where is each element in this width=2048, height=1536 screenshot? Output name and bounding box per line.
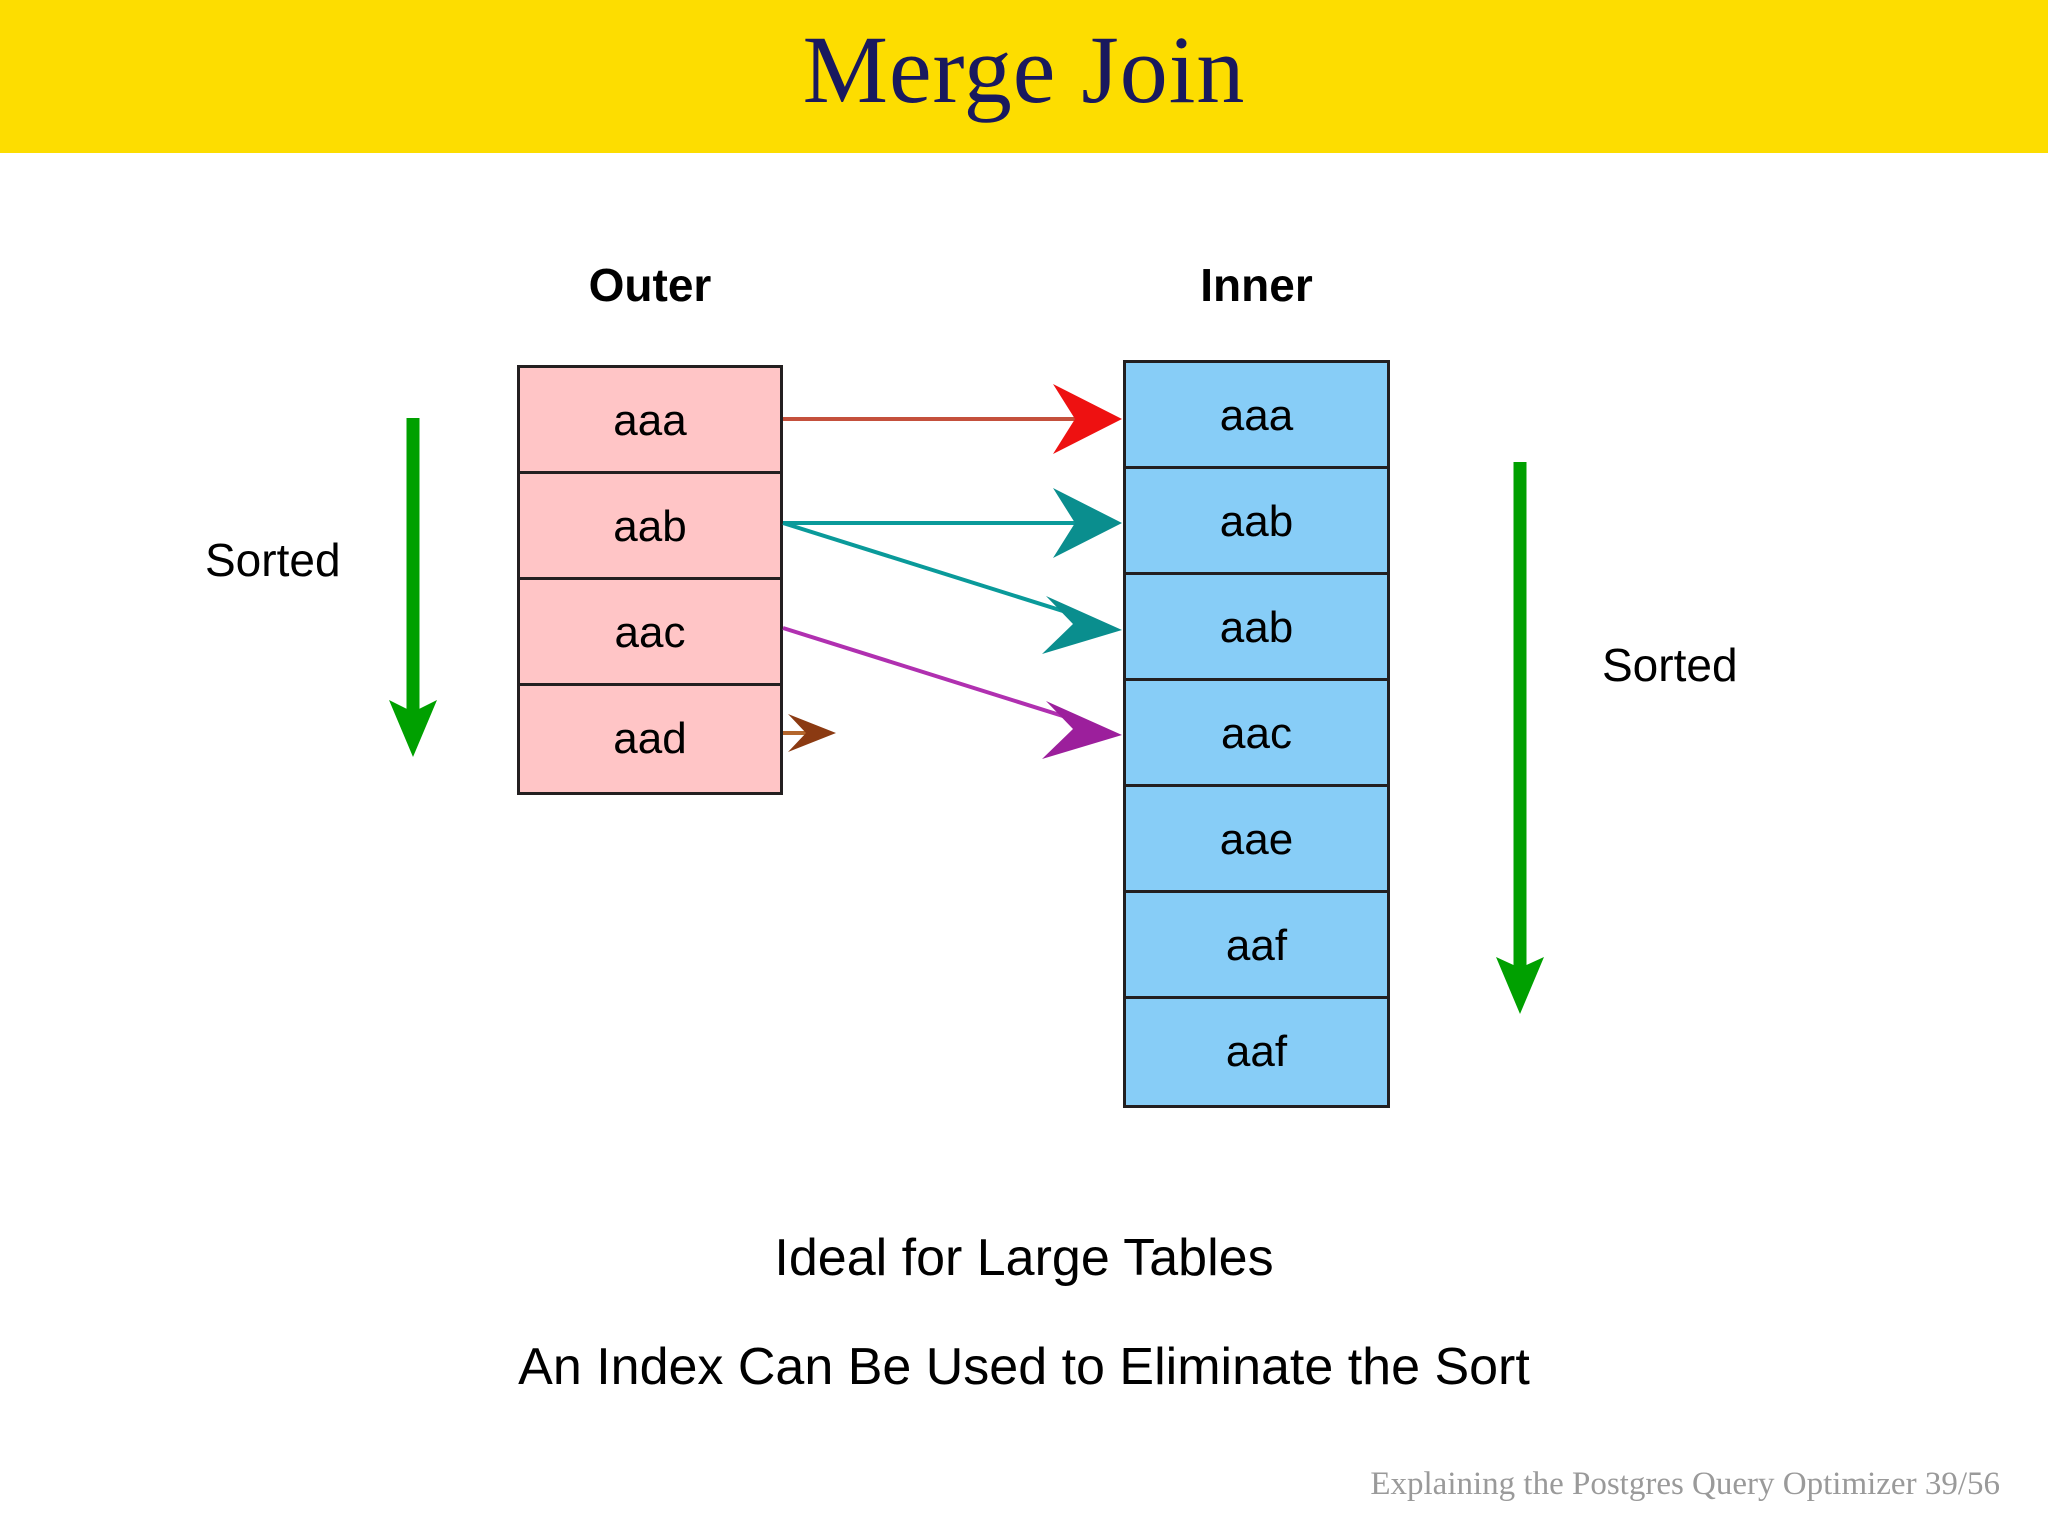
outer-row: aac bbox=[520, 580, 780, 686]
sorted-label-left: Sorted bbox=[205, 534, 341, 586]
slide-footer: Explaining the Postgres Query Optimizer … bbox=[1370, 1466, 2000, 1502]
inner-row: aab bbox=[1126, 469, 1387, 575]
sort-direction-arrow-left bbox=[389, 418, 437, 757]
sorted-label-right: Sorted bbox=[1602, 639, 1738, 691]
match-arrow-aad-stub bbox=[783, 714, 836, 752]
match-arrow-aab-to-aab-first bbox=[783, 488, 1122, 558]
caption-line-2: An Index Can Be Used to Eliminate the So… bbox=[518, 1338, 1530, 1396]
outer-row: aab bbox=[520, 474, 780, 580]
sort-direction-arrow-right bbox=[1496, 462, 1544, 1014]
match-arrow-aaa-to-aaa bbox=[783, 384, 1122, 454]
match-arrow-aab-to-aab-second bbox=[782, 521, 1122, 654]
outer-table: aaa aab aac aad bbox=[517, 365, 783, 795]
inner-row: aab bbox=[1126, 575, 1387, 681]
outer-table-header: Outer bbox=[588, 259, 712, 311]
inner-table: aaa aab aab aac aae aaf aaf bbox=[1123, 360, 1390, 1108]
inner-row: aac bbox=[1126, 681, 1387, 787]
inner-row: aaf bbox=[1126, 999, 1387, 1105]
inner-row: aaa bbox=[1126, 363, 1387, 469]
page-title: Merge Join bbox=[802, 16, 1246, 123]
inner-row: aaf bbox=[1126, 893, 1387, 999]
match-arrow-aac-to-aac bbox=[782, 626, 1122, 759]
caption-line-1: Ideal for Large Tables bbox=[774, 1229, 1274, 1287]
title-banner: Merge Join bbox=[0, 0, 2048, 153]
inner-row: aae bbox=[1126, 787, 1387, 893]
inner-table-header: Inner bbox=[1200, 259, 1313, 311]
outer-row: aaa bbox=[520, 368, 780, 474]
outer-row: aad bbox=[520, 686, 780, 792]
